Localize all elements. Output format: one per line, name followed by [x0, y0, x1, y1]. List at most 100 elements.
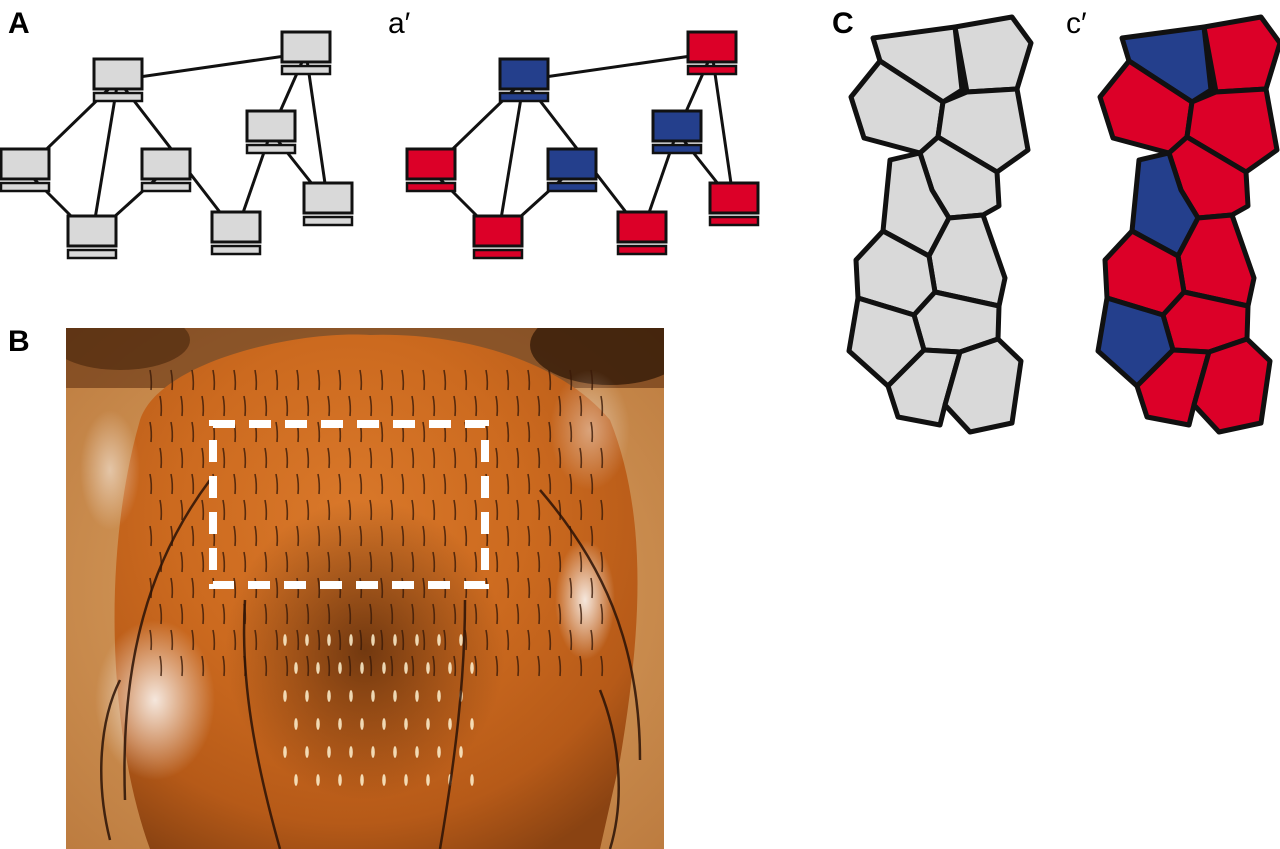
bristle	[474, 551, 478, 573]
bristle	[296, 473, 300, 495]
notum-photo	[66, 328, 664, 849]
white-microchaeta	[305, 746, 309, 758]
bristle	[401, 629, 405, 651]
bristle	[558, 551, 562, 573]
white-microchaeta	[393, 634, 397, 646]
white-microchaeta	[360, 718, 364, 730]
bristle	[180, 395, 184, 417]
bristle	[243, 551, 247, 573]
bristle	[569, 473, 573, 495]
white-microchaeta	[283, 690, 287, 702]
bristle	[548, 473, 552, 495]
bristle	[201, 551, 205, 573]
bristle	[222, 499, 226, 521]
white-microchaeta	[382, 662, 386, 674]
network-node	[140, 147, 192, 193]
bristle	[390, 603, 394, 625]
bristle	[569, 369, 573, 391]
white-microchaeta	[305, 690, 309, 702]
bristle	[380, 473, 384, 495]
bristle	[222, 603, 226, 625]
white-microchaeta	[404, 662, 408, 674]
bristle	[159, 655, 163, 677]
bristle	[233, 525, 237, 547]
bristle	[516, 447, 520, 469]
bristle	[180, 499, 184, 521]
bristle	[170, 369, 174, 391]
white-microchaeta	[294, 718, 298, 730]
white-microchaeta	[338, 718, 342, 730]
bristle	[222, 447, 226, 469]
cell-polygon	[1201, 14, 1280, 95]
bristle	[285, 655, 289, 677]
bristle	[506, 577, 510, 599]
bristle	[516, 655, 520, 677]
bristle	[506, 525, 510, 547]
bristle	[411, 655, 415, 677]
white-microchaeta	[327, 690, 331, 702]
bristle	[170, 473, 174, 495]
bristle	[327, 551, 331, 573]
bristle	[170, 577, 174, 599]
bristle	[275, 629, 279, 651]
white-microchaeta	[437, 690, 441, 702]
bristle	[264, 395, 268, 417]
bristle	[548, 629, 552, 651]
network-node	[405, 147, 457, 193]
bristle	[380, 577, 384, 599]
bristle	[443, 369, 447, 391]
bristle	[527, 473, 531, 495]
bristle	[317, 421, 321, 443]
bristle	[348, 447, 352, 469]
white-microchaeta	[327, 634, 331, 646]
bristle	[254, 525, 258, 547]
bristle	[390, 551, 394, 573]
bristle	[296, 369, 300, 391]
panel-label-a-prime: a′	[388, 7, 411, 40]
bristle	[474, 603, 478, 625]
bristle	[254, 473, 258, 495]
bristle	[506, 629, 510, 651]
bristle	[432, 395, 436, 417]
network-node	[210, 210, 262, 256]
bristle	[506, 473, 510, 495]
white-microchaeta	[349, 634, 353, 646]
bristle	[159, 499, 163, 521]
bristle	[537, 447, 541, 469]
bristle	[212, 629, 216, 651]
bristle	[264, 603, 268, 625]
bristle	[527, 421, 531, 443]
bristle	[296, 525, 300, 547]
bristle	[149, 473, 153, 495]
white-microchaeta	[316, 718, 320, 730]
bristle	[527, 369, 531, 391]
bristle	[380, 629, 384, 651]
bristle	[537, 551, 541, 573]
bristle	[411, 499, 415, 521]
white-microchaeta	[316, 774, 320, 786]
white-microchaeta	[316, 662, 320, 674]
bristle	[159, 395, 163, 417]
network-panel-a-prime	[405, 30, 760, 260]
bristle	[527, 577, 531, 599]
network-edge	[304, 52, 330, 205]
bristle	[201, 447, 205, 469]
bristle	[254, 629, 258, 651]
bristle	[495, 551, 499, 573]
bristle	[359, 369, 363, 391]
bristle	[506, 421, 510, 443]
cell-polygon	[1191, 336, 1273, 435]
bristle	[348, 395, 352, 417]
bristle	[411, 551, 415, 573]
bristle	[348, 655, 352, 677]
bristle	[464, 473, 468, 495]
bristle	[411, 603, 415, 625]
bristle	[537, 655, 541, 677]
bristle	[474, 447, 478, 469]
bristle	[422, 577, 426, 599]
bristle	[558, 447, 562, 469]
bristle	[243, 499, 247, 521]
bristle	[548, 421, 552, 443]
bristle	[453, 655, 457, 677]
